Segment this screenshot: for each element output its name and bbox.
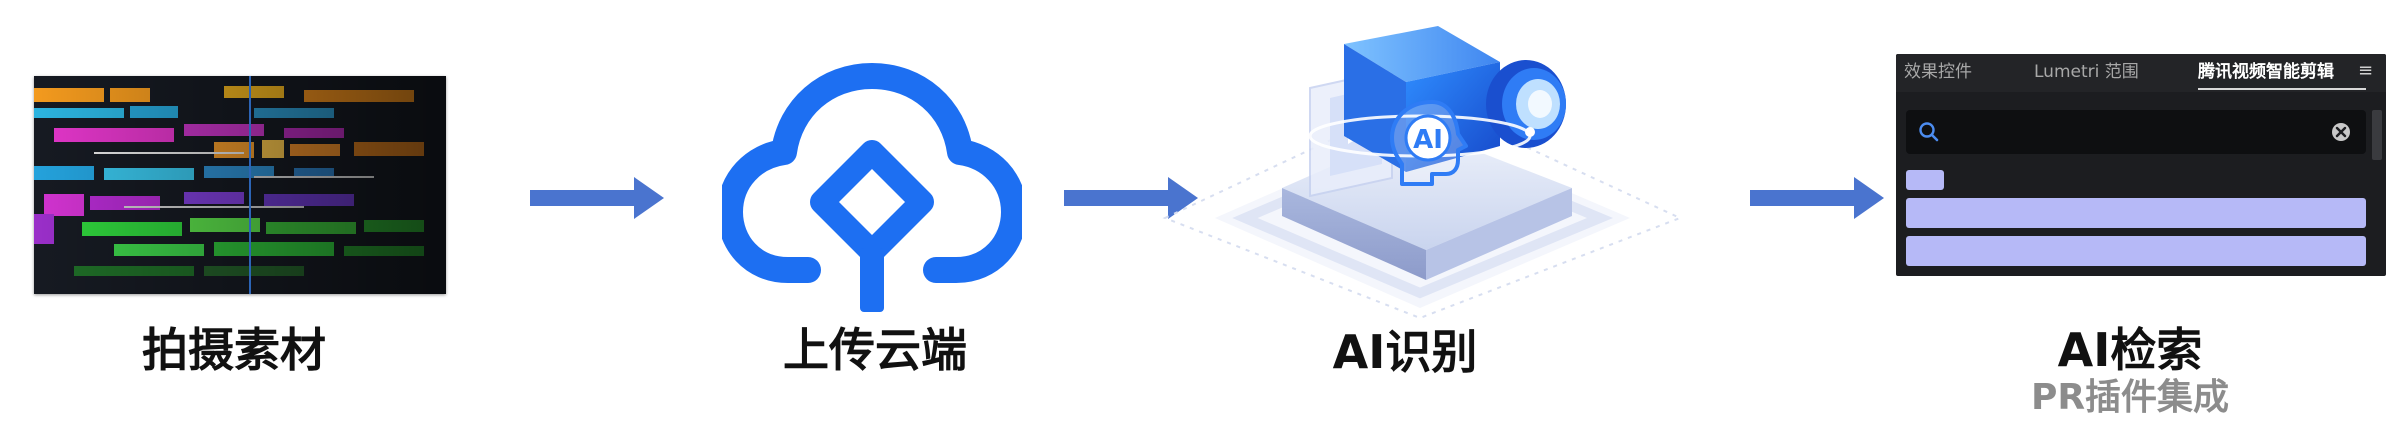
result-bar[interactable]	[1906, 236, 2366, 266]
step-sublabel-pr-plugin: PR插件集成	[2030, 377, 2230, 418]
tab-tencent-smart-edit[interactable]: 腾讯视频智能剪辑	[2198, 62, 2334, 82]
hamburger-menu-icon[interactable]: ≡	[2358, 60, 2374, 81]
arrow-right-icon	[1750, 177, 1884, 219]
panel-tab-bar: 效果控件 Lumetri 范围 腾讯视频智能剪辑 ≡	[1896, 54, 2386, 92]
step-label-shoot: 拍摄素材	[142, 323, 326, 377]
ai-camera-illustration: AI	[1162, 26, 1683, 320]
step-label-upload: 上传云端	[783, 323, 967, 377]
step-label-ai-recognition: AI识别	[1332, 325, 1478, 379]
search-icon	[1919, 122, 1939, 142]
active-tab-underline	[2198, 88, 2366, 90]
panel-scrollbar[interactable]	[2372, 110, 2382, 160]
editing-timeline-thumbnail	[34, 76, 446, 294]
arrow-right-icon	[530, 177, 664, 219]
plugin-panel-screenshot: 效果控件 Lumetri 范围 腾讯视频智能剪辑 ≡	[1896, 54, 2386, 276]
result-tag[interactable]	[1906, 170, 1944, 190]
search-input[interactable]	[1906, 110, 2366, 154]
tab-effect-controls[interactable]: 效果控件	[1904, 62, 1972, 82]
tab-lumetri-scopes[interactable]: Lumetri 范围	[2034, 62, 2139, 82]
timeline-tracks-graphic	[34, 76, 446, 294]
clear-icon[interactable]	[2330, 121, 2352, 143]
result-bar[interactable]	[1906, 198, 2366, 228]
cloud-upload-icon	[722, 63, 1022, 312]
svg-text:AI: AI	[1413, 125, 1443, 155]
step-label-ai-search: AI检索	[2057, 323, 2203, 377]
arrow-right-icon	[1064, 177, 1198, 219]
